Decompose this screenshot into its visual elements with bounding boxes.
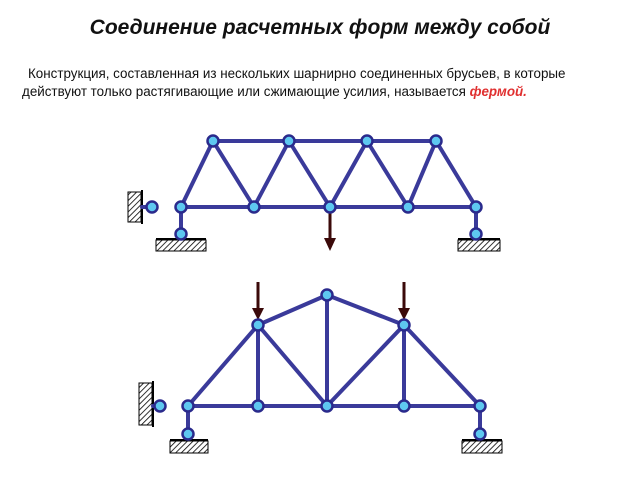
load-arrow-right [398,282,410,320]
pin-joint-icon [247,200,261,214]
truss-bars [186,293,482,408]
pin-joint-icon [401,200,415,214]
pin-joint-icon [145,200,159,214]
pin-joint-icon [320,399,334,413]
diagonal [365,139,410,209]
diagonal [325,323,406,408]
hatched-support-icon [461,440,503,454]
arrow-head [324,238,336,251]
diagonal [256,323,329,408]
truss-term: фермой. [469,84,527,99]
arrow-head [398,308,410,320]
pin-joint-icon [251,399,265,413]
hatched-support-icon [138,382,153,426]
truss-parallel-chord [127,134,501,252]
pin-joint-icon [323,200,337,214]
wall-support-left [138,381,162,427]
pin-joint-icon [397,399,411,413]
diagonal [287,139,332,209]
diagonal [252,139,291,209]
diagonal [406,139,438,209]
top-chord [325,293,406,327]
pin-joint-icon [397,318,411,332]
diagonal [328,139,369,209]
pin-joint-icon [473,427,487,441]
pin-joint-icon [181,399,195,413]
pin-joint-icon [360,134,374,148]
top-chord [402,323,482,408]
hatched-support-icon [127,191,142,223]
pin-joint-icon [174,227,188,241]
pin-joint-icon [473,399,487,413]
arrow-head [252,308,264,320]
top-chord [256,293,329,327]
pin-joint-icon [320,288,334,302]
pin-joint-icon [181,427,195,441]
hatched-support-icon [169,440,209,454]
pin-joint-icon [206,134,220,148]
hatched-support-icon [457,239,501,252]
pin-joint-icon [174,200,188,214]
pin-joint-icon [429,134,443,148]
truss-joints [145,134,483,241]
end-post-right [434,139,478,209]
definition-lead: Конструкция, составленная из нескольких … [22,66,566,99]
truss-joints [153,288,487,441]
pin-joint-icon [282,134,296,148]
pin-joint-icon [251,318,265,332]
diagonal [211,139,256,209]
hatched-support-icon [155,239,207,252]
truss-bars [179,139,478,209]
pin-joint-icon [469,200,483,214]
pin-joint-icon [469,227,483,241]
top-chord [186,323,260,408]
definition-paragraph: Конструкция, составленная из нескольких … [22,65,622,101]
truss-polygonal-chord [138,282,503,454]
load-arrow-left [252,282,264,320]
end-post-left [179,139,215,209]
slide-title: Соединение расчетных форм между собой [89,16,551,39]
pin-joint-icon [153,399,167,413]
load-arrow [324,210,336,251]
